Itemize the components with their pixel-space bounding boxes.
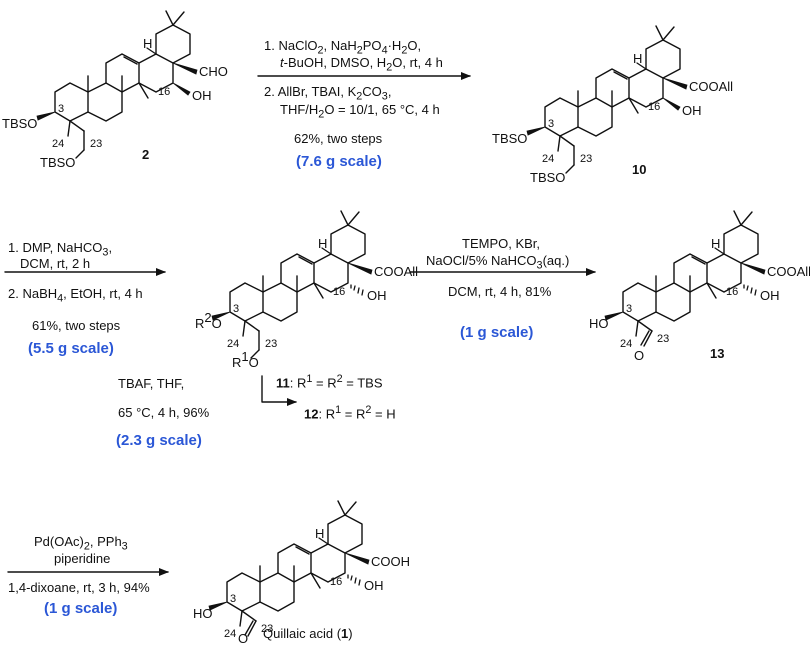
- compound-11-definition: 11: R1 = R2 = TBS: [276, 373, 383, 391]
- step1-reagent-line3: 2. AllBr, TBAI, K2CO3,: [264, 84, 392, 103]
- c2-n3: 3: [58, 103, 64, 115]
- compound-12-definition: 12: R1 = R2 = H: [304, 404, 396, 422]
- arrow-step4: [261, 375, 297, 406]
- step5-reagent-line1: Pd(OAc)2, PPh3: [34, 534, 128, 553]
- c1-n24: 24: [224, 628, 236, 640]
- c1-n23: 23: [261, 623, 273, 635]
- c10-n3: 3: [548, 118, 554, 130]
- c13-n23: 23: [657, 333, 669, 345]
- step1-reagent-line1: 1. NaClO2, NaH2PO4·H2O,: [264, 38, 422, 57]
- c10-tbso-23: TBSO: [530, 170, 565, 185]
- c13-h: H: [711, 236, 720, 251]
- step3-scale: (1 g scale): [460, 324, 534, 341]
- step4-reagent-line2: 65 °C, 4 h, 96%: [118, 405, 210, 420]
- c11-n3: 3: [233, 303, 239, 315]
- c1-o: O: [238, 631, 248, 646]
- compound-13-label: 13: [710, 346, 725, 361]
- step1-scale: (7.6 g scale): [296, 153, 382, 170]
- c1-h: H: [315, 526, 324, 541]
- c13-n16: 16: [726, 286, 738, 298]
- c2-n16: 16: [158, 86, 170, 98]
- step1-reagent-line2: t-BuOH, DMSO, H2O, rt, 4 h: [280, 55, 443, 74]
- c1-cooh: COOH: [371, 554, 410, 569]
- step5-reagent-line2: piperidine: [54, 551, 111, 566]
- c13-cooall: COOAll: [767, 264, 810, 279]
- step1-yield: 62%, two steps: [294, 131, 383, 146]
- step2-reagent-line3: 2. NaBH4, EtOH, rt, 4 h: [8, 286, 143, 305]
- c11-n24: 24: [227, 338, 239, 350]
- step2-yield: 61%, two steps: [32, 318, 121, 333]
- c10-oh: OH: [682, 103, 702, 118]
- c11-r2o: R2O: [195, 310, 222, 331]
- step3-reagent-line2: NaOCl/5% NaHCO3(aq.): [426, 253, 570, 272]
- c1-oh: OH: [364, 578, 384, 593]
- step5-scale: (1 g scale): [44, 600, 118, 617]
- compound-1-label: Quillaic acid (1): [263, 626, 353, 641]
- step4-reagent-line1: TBAF, THF,: [118, 376, 185, 391]
- c11-h: H: [318, 236, 327, 251]
- c2-tbso-23: TBSO: [40, 155, 75, 170]
- c10-h: H: [633, 51, 642, 66]
- c11-n23: 23: [265, 338, 277, 350]
- step2-reagent-line2: DCM, rt, 2 h: [20, 256, 91, 271]
- compound-2-label: 2: [142, 147, 150, 162]
- c10-cooall: COOAll: [689, 79, 733, 94]
- c10-tbso-3: TBSO: [492, 131, 527, 146]
- step2-scale: (5.5 g scale): [28, 340, 114, 357]
- c13-n3: 3: [626, 303, 632, 315]
- c2-n23: 23: [90, 138, 102, 150]
- c11-cooall: COOAll: [374, 264, 418, 279]
- step3-reagent-line1: TEMPO, KBr,: [462, 236, 541, 251]
- c13-oh: OH: [760, 288, 780, 303]
- step2-reagent-line1: 1. DMP, NaHCO3,: [8, 240, 113, 259]
- c2-n24: 24: [52, 138, 64, 150]
- c2-tbso-3: TBSO: [2, 116, 37, 131]
- c1-n3: 3: [230, 593, 236, 605]
- c10-n24: 24: [542, 153, 554, 165]
- c11-n16: 16: [333, 286, 345, 298]
- step4-scale: (2.3 g scale): [116, 432, 202, 449]
- c2-oh: OH: [192, 88, 212, 103]
- step1-reagent-line4: THF/H2O = 10/1, 65 °C, 4 h: [280, 102, 440, 121]
- c13-n24: 24: [620, 338, 632, 350]
- c2-cho: CHO: [199, 64, 228, 79]
- c13-o: O: [634, 348, 644, 363]
- c11-r1o: R1O: [232, 349, 259, 370]
- c11-oh: OH: [367, 288, 387, 303]
- c13-ho: HO: [589, 316, 609, 331]
- c10-n16: 16: [648, 101, 660, 113]
- step5-reagent-line3: 1,4-dixoane, rt, 3 h, 94%: [8, 580, 150, 595]
- c10-n23: 23: [580, 153, 592, 165]
- c1-ho: HO: [193, 606, 213, 621]
- step3-reagent-line3: DCM, rt, 4 h, 81%: [448, 284, 552, 299]
- c1-n16: 16: [330, 576, 342, 588]
- c2-h: H: [143, 36, 152, 51]
- compound-10-label: 10: [632, 162, 647, 177]
